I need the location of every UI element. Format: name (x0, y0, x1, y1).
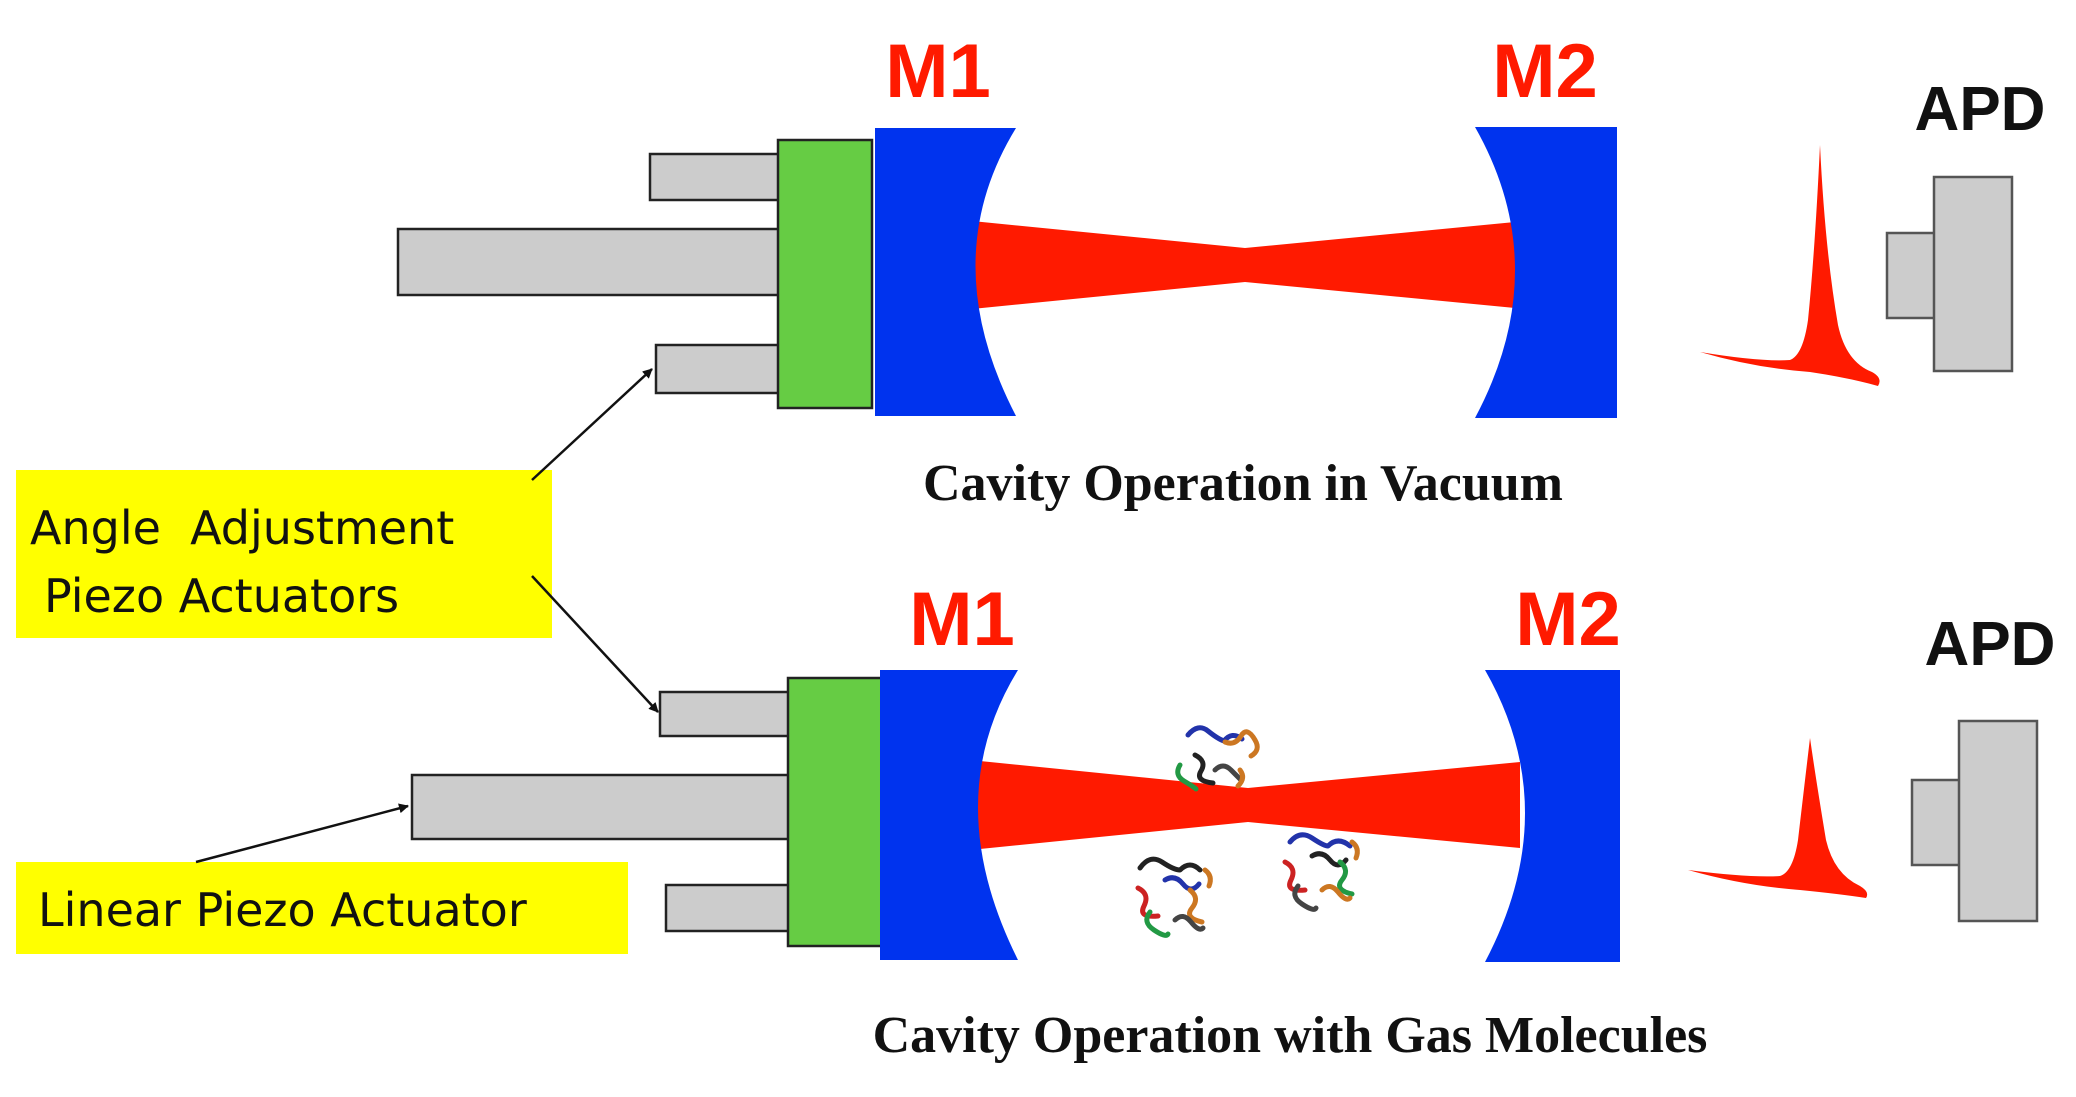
top-apd-detector-front (1885, 231, 1937, 320)
arrow-to-top-angle-actuator (531, 368, 653, 481)
linear-actuator-callout-box (16, 862, 628, 954)
arrow-to-bottom-linear-actuator (195, 803, 409, 864)
top-mirror-m1 (875, 128, 1016, 416)
bottom-m1-label: M1 (909, 577, 1015, 662)
angle-adjustment-label-line2: Piezo Actuators (44, 569, 399, 623)
linear-actuator-label: Linear Piezo Actuator (38, 883, 527, 937)
bottom-mirror-mount (786, 676, 884, 948)
arrow-to-bottom-angle-actuator (531, 575, 659, 713)
pulse-signal-icon (1700, 145, 1880, 386)
top-m2-label: M2 (1492, 29, 1598, 114)
top-mirror-m2 (1475, 127, 1617, 418)
top-setup: M1 M2 APD Cavity Operation in Vacuum (396, 29, 2046, 512)
bottom-mirror-m1 (880, 670, 1018, 960)
top-apd-label: APD (1915, 75, 2046, 144)
bottom-apd-detector-front (1910, 778, 1962, 867)
bottom-linear-actuator (410, 773, 809, 841)
top-caption: Cavity Operation in Vacuum (923, 455, 1563, 512)
bottom-laser-beam (970, 760, 1520, 850)
gas-molecule-cluster-icon (1135, 725, 1360, 938)
bottom-apd-detector-body (1957, 719, 2039, 923)
bottom-m2-label: M2 (1515, 577, 1621, 662)
top-m1-label: M1 (885, 29, 991, 114)
bottom-caption: Cavity Operation with Gas Molecules (873, 1007, 1708, 1064)
top-laser-beam (962, 220, 1515, 310)
pulse-signal-icon (1688, 738, 1868, 898)
angle-adjustment-label-line1: Angle Adjustment (30, 501, 454, 555)
top-linear-actuator (396, 227, 794, 297)
top-mirror-mount (776, 138, 874, 410)
bottom-apd-label: APD (1925, 610, 2056, 679)
angle-adjustment-callout-box (16, 470, 552, 638)
bottom-mirror-m2 (1485, 670, 1620, 962)
top-apd-detector-body (1932, 175, 2014, 373)
callouts: Angle Adjustment Piezo Actuators Linear … (16, 368, 659, 954)
bottom-setup: M1 M2 APD Cavity Operation with Gas Mole… (410, 577, 2056, 1064)
